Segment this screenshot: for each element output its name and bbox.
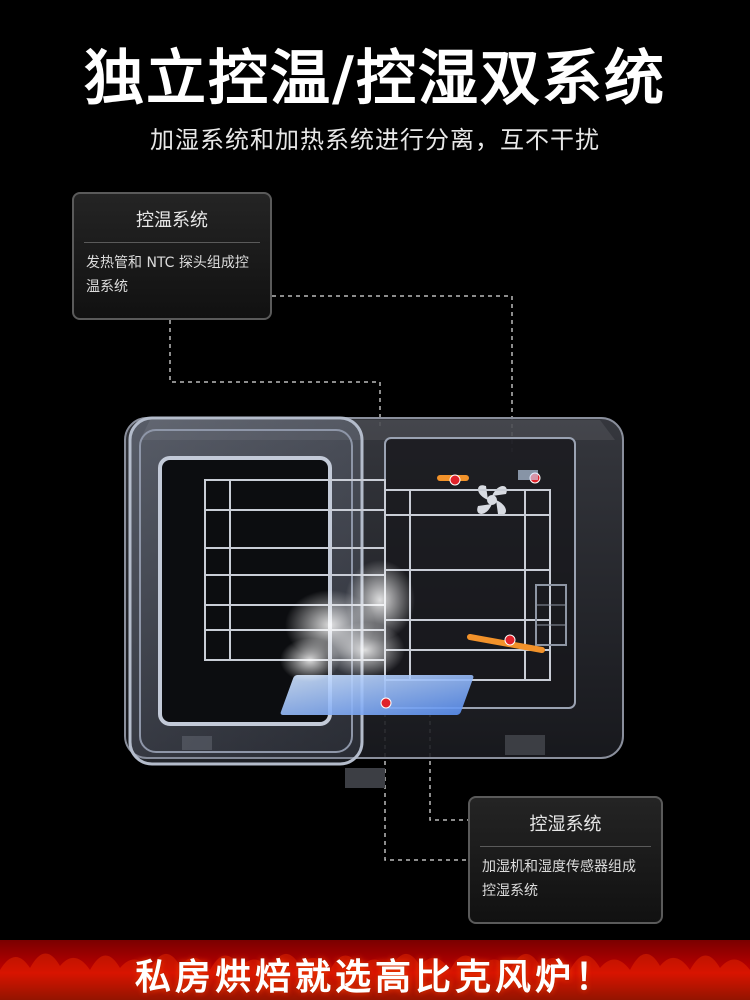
temperature-control-card: 控温系统 发热管和 NTC 探头组成控温系统	[72, 192, 272, 320]
sensor-dot	[449, 474, 461, 486]
oven-illustration	[124, 295, 624, 861]
oven-cavity	[384, 437, 576, 709]
sensor-dot	[504, 634, 516, 646]
oven-foot	[345, 768, 385, 788]
page-subtitle: 加湿系统和加热系统进行分离，互不干扰	[150, 126, 600, 154]
steam	[280, 560, 415, 682]
humidity-card-title: 控湿系统	[529, 814, 602, 835]
banner-slogan: 私房烘焙就选高比克风炉！	[134, 957, 615, 998]
temperature-card-title: 控温系统	[136, 210, 208, 231]
card-divider	[480, 846, 651, 847]
sensor-dot	[380, 697, 392, 709]
humidity-control-card: 控湿系统 加湿机和湿度传感器组成控湿系统	[468, 796, 663, 924]
humidity-card-description: 加湿机和湿度传感器组成控湿系统	[482, 859, 636, 899]
bottom-banner: 私房烘焙就选高比克风炉！	[0, 940, 750, 1000]
oven-foot	[505, 735, 545, 755]
card-divider	[84, 242, 260, 243]
humidifier-pad	[280, 675, 474, 715]
page-title: 独立控温/控湿双系统	[84, 44, 666, 114]
flame-background	[0, 953, 750, 1000]
temperature-card-description: 发热管和 NTC 探头组成控温系统	[86, 255, 249, 295]
